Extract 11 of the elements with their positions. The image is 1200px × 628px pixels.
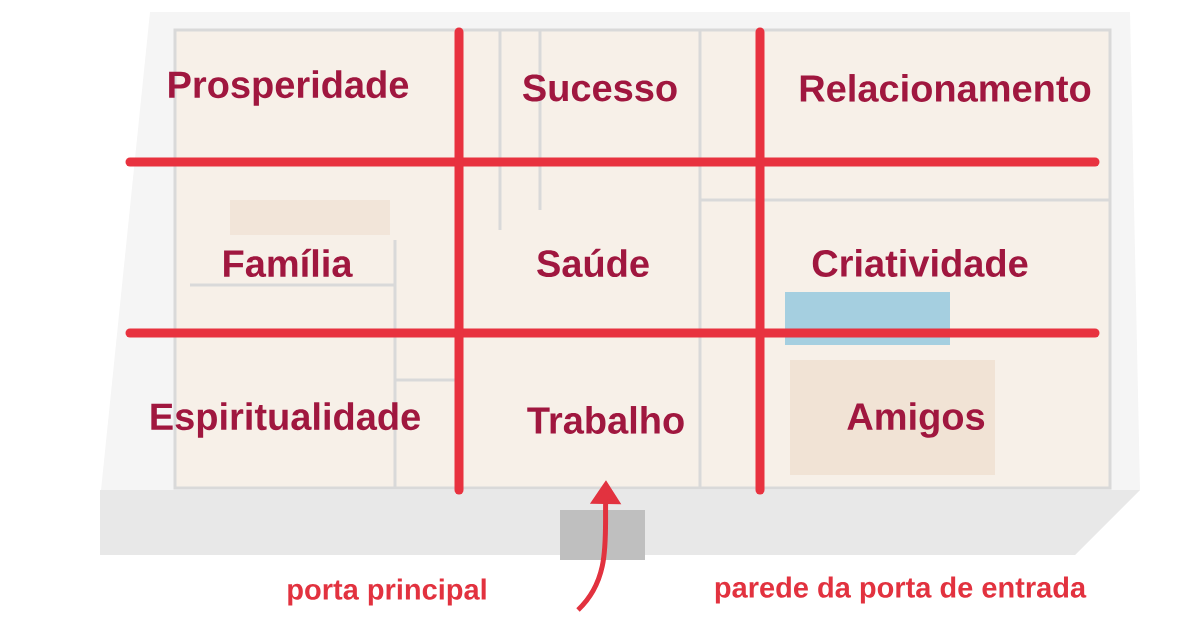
area-label: Sucesso: [522, 74, 677, 102]
area-label: Saúde: [537, 248, 649, 278]
area-label: Trabalho: [527, 406, 684, 434]
note-label: parede da porta de entrada: [715, 576, 1087, 604]
area-label: Prosperidade: [169, 70, 409, 106]
area-label: Relacionamento: [800, 74, 1091, 102]
area-label: Espiritualidade: [151, 402, 420, 438]
area-label: Amigos: [847, 402, 985, 438]
area-label: Criatividade: [812, 249, 1028, 277]
area-label: Família: [224, 248, 353, 278]
note-label: porta principal: [288, 578, 486, 606]
